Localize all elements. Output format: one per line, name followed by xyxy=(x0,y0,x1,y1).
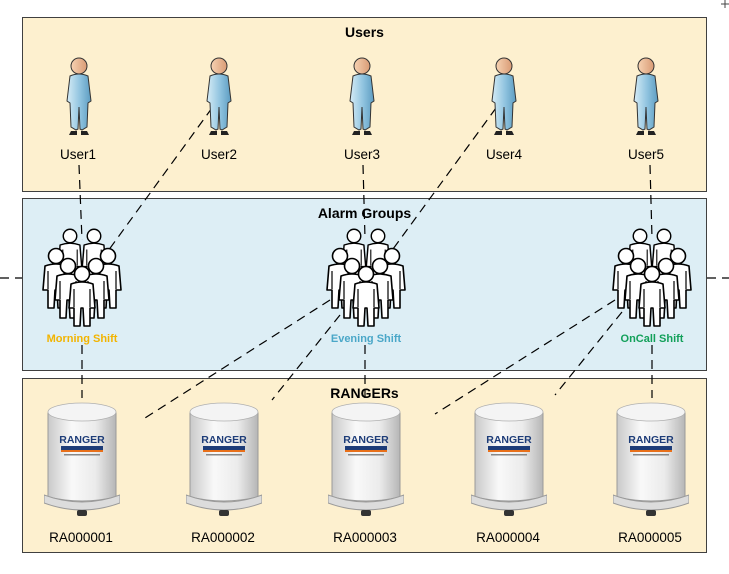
ranger5-brand: RANGER xyxy=(628,434,674,446)
user4-label: User4 xyxy=(485,147,523,162)
ranger1-label: RA000001 xyxy=(49,530,113,545)
user1-label: User1 xyxy=(59,147,97,162)
user5-person-icon xyxy=(628,57,664,142)
users-panel-title: Users xyxy=(345,24,384,40)
user3-person-icon xyxy=(344,57,380,142)
link-user5-oncall xyxy=(649,164,653,239)
ranger5-device-icon: RANGER xyxy=(612,399,690,524)
ranger4-label: RA000004 xyxy=(476,530,540,545)
link-evening-ra3a xyxy=(271,314,341,401)
evening-shift-label: Evening Shift xyxy=(330,333,402,345)
morning-shift-label: Morning Shift xyxy=(46,333,118,345)
user5-label: User5 xyxy=(627,147,665,162)
user2-label: User2 xyxy=(200,147,238,162)
oncall-shift-label: OnCall Shift xyxy=(620,333,684,345)
morning-shift-group-icon xyxy=(37,226,127,335)
ranger2-device-icon: RANGER xyxy=(185,399,263,524)
user3-label: User3 xyxy=(343,147,381,162)
ranger1-brand: RANGER xyxy=(59,434,105,446)
link-user1-morning xyxy=(78,164,83,241)
link-user4-evening xyxy=(384,107,497,261)
link-oncall-ra4 xyxy=(434,299,616,415)
link-evening-ra2 xyxy=(144,299,331,419)
user4-person-icon xyxy=(486,57,522,142)
ranger4-device-icon: RANGER xyxy=(470,399,548,524)
user2-person-icon xyxy=(201,57,237,142)
ranger4-brand: RANGER xyxy=(486,434,532,446)
ranger3-device-icon: RANGER xyxy=(327,399,405,524)
user1-person-icon xyxy=(61,57,97,142)
ranger3-brand: RANGER xyxy=(343,434,389,446)
ranger1-device-icon: RANGER xyxy=(43,399,121,524)
link-oncall-ra4b xyxy=(554,311,623,396)
oncall-shift-group-icon xyxy=(607,226,697,335)
ranger2-brand: RANGER xyxy=(201,434,247,446)
link-user2-morning xyxy=(99,107,213,263)
link-user3-evening xyxy=(362,164,366,239)
ranger2-label: RA000002 xyxy=(191,530,255,545)
ranger5-label: RA000005 xyxy=(618,530,682,545)
evening-shift-group-icon xyxy=(321,226,411,335)
ranger3-label: RA000003 xyxy=(333,530,397,545)
